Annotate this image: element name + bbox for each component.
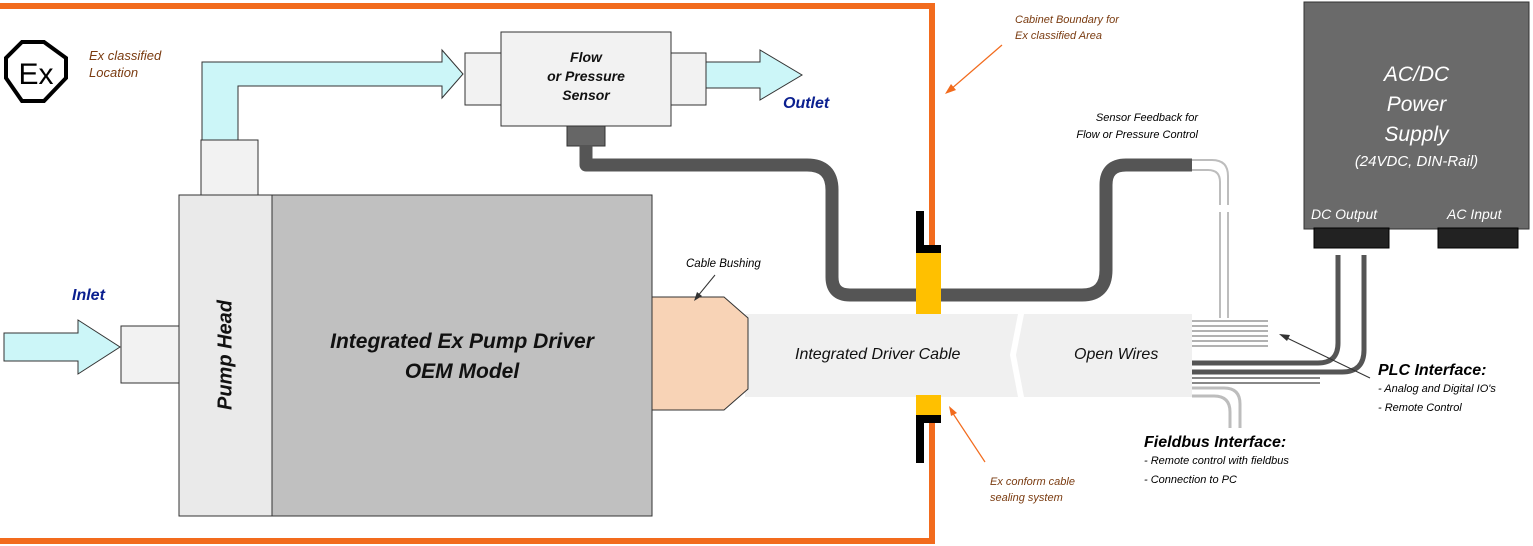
plc-interface-title: PLC Interface: [1378,362,1487,379]
inlet-arrow [3,319,121,375]
psu-title: AC/DC Power Supply [1383,63,1450,146]
sensor-label: Flow or Pressure Sensor [547,49,625,103]
inlet-label: Inlet [72,287,105,304]
cable-bushing [651,296,749,411]
driver-cable-label: Integrated Driver Cable [795,346,961,363]
sensor-feedback-cable [579,145,1192,302]
ac-input-label: AC Input [1447,206,1502,222]
sensor-connector [566,125,606,147]
open-wires-label: Open Wires [1074,346,1159,363]
plc-item: - Remote Control [1378,402,1462,414]
pump-driver-label: Integrated Ex Pump Driver OEM Model [330,330,594,383]
plc-item: - Analog and Digital IO's [1378,383,1496,395]
sensor-body [500,31,672,127]
fluid-path-outlet [201,48,464,141]
plc-wires [1192,320,1268,347]
driver-cable [745,314,1018,397]
ex-logo-icon: Ex [4,40,68,103]
plc-interface: PLC Interface: - Analog and Digital IO's… [1378,362,1496,418]
power-wires-light [1192,377,1320,384]
dc-output-label: DC Output [1311,206,1378,222]
plc-pointer-arrow [1279,334,1371,379]
psu-spec: (24VDC, DIN-Rail) [1354,153,1479,170]
sensor-outlet-fitting [667,52,707,106]
outlet-label: Outlet [783,95,830,112]
pump-head-label: Pump Head [214,299,237,411]
bushing-pointer-arrow [694,274,716,301]
sensor-feedback-wires [1192,159,1229,318]
ex-location-label: Ex classified Location [89,48,162,80]
fieldbus-item: - Connection to PC [1144,474,1237,486]
sealing-pointer-arrow [949,406,986,463]
fieldbus-interface-title: Fieldbus Interface: [1144,434,1287,451]
cable-sealing-system [916,211,941,463]
power-wires [1192,255,1367,375]
dc-output-connector [1313,227,1390,249]
sealing-system-label: Ex conform cable sealing system [990,476,1075,504]
pump-inlet-fitting [120,325,180,384]
pump-outlet-fitting [200,139,259,197]
boundary-pointer-arrow [945,44,1003,94]
pump-head [178,194,274,517]
ac-input-connector [1437,227,1519,249]
open-wires-cable [1016,314,1192,397]
fieldbus-item: - Remote control with fieldbus [1144,455,1289,467]
pump-driver-body [271,194,653,517]
power-supply-box [1303,1,1530,230]
svg-text:Ex: Ex [18,58,53,91]
sensor-feedback-label: Sensor Feedback for Flow or Pressure Con… [1076,112,1198,141]
fieldbus-wires [1192,386,1242,428]
sensor-inlet-fitting [464,52,504,106]
cable-bushing-label: Cable Bushing [686,258,761,270]
fieldbus-interface: Fieldbus Interface: - Remote control wit… [1144,434,1289,490]
cabinet-boundary-label: Cabinet Boundary for Ex classified Area [1015,14,1119,42]
